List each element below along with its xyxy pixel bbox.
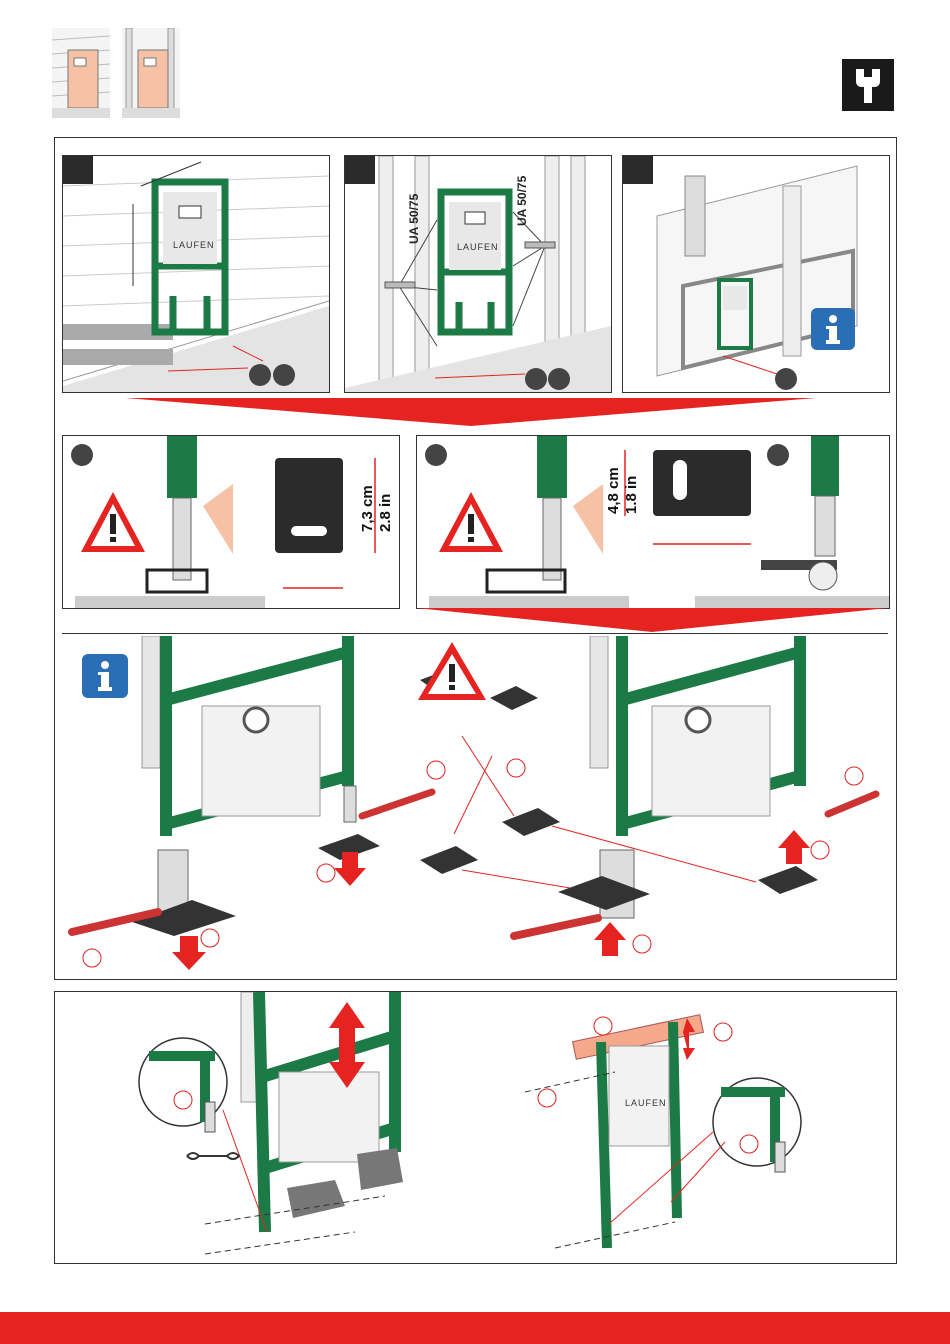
flow-arrow — [126, 398, 816, 428]
step-panel-leg-height-b: 4,8 cm 1.8 in — [416, 435, 890, 609]
reference-dot — [775, 368, 797, 390]
dimension-label-in: 2.8 in — [377, 494, 394, 532]
step-panel-stud-wall: UA 50/75 UA 50/75 LAUFEN — [344, 155, 612, 393]
brand-logo: LAUFEN — [457, 242, 499, 252]
step-marker — [71, 444, 93, 466]
flow-arrow — [416, 608, 888, 634]
step-marker — [623, 156, 653, 184]
warning-triangle-icon — [416, 640, 488, 702]
dimension-label-cm: 4,8 cm — [605, 467, 622, 514]
dimension-label-in: 1.8 in — [623, 476, 640, 514]
reference-dot — [273, 364, 295, 386]
footer-bar — [0, 1312, 950, 1344]
reference-dot — [548, 368, 570, 390]
ua-label-right: UA 50/75 — [515, 176, 529, 226]
brand-logo: LAUFEN — [625, 1098, 667, 1108]
section-height-adjustment: LAUFEN — [54, 991, 897, 1264]
step-panel-leg-height-a: 7,3 cm 2.8 in — [62, 435, 400, 609]
step-marker — [425, 444, 447, 466]
header-thumbnail-stud-wall — [122, 28, 180, 118]
dimension-label-cm: 7,3 cm — [359, 485, 376, 532]
info-icon — [811, 308, 855, 350]
info-icon — [82, 654, 128, 698]
brand-logo: LAUFEN — [173, 240, 215, 250]
step-marker — [767, 444, 789, 466]
ua-label-left: UA 50/75 — [407, 194, 421, 244]
reference-dot — [249, 364, 271, 386]
step-panel-mounting-frame — [622, 155, 890, 393]
divider — [62, 633, 888, 634]
foot-replacement-illustration — [62, 636, 888, 974]
step-marker — [345, 156, 375, 184]
step-marker — [63, 156, 93, 184]
step-panel-solid-wall: LAUFEN — [62, 155, 330, 393]
header-thumbnail-solid-wall — [52, 28, 110, 118]
wrench-icon — [842, 59, 894, 111]
reference-dot — [525, 368, 547, 390]
